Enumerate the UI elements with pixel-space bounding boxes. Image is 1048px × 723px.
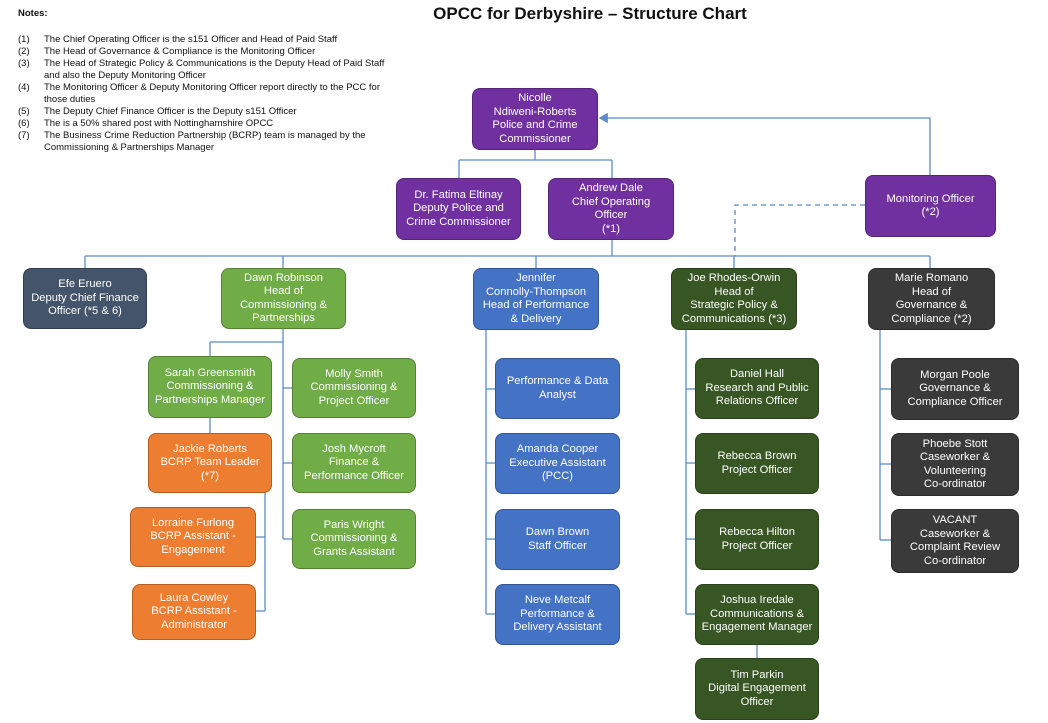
note-item: (2)The Head of Governance & Compliance i… [18, 46, 316, 57]
notes-panel: Notes: (1)The Chief Operating Officer is… [18, 8, 398, 154]
staff-box: Performance & Data Analyst [495, 358, 620, 419]
notes-heading: Notes: [18, 8, 48, 19]
note-item: (3)The Head of Strategic Policy & Commun… [18, 58, 385, 81]
staff-box: Phoebe Stott Caseworker & Volunteering C… [891, 433, 1019, 496]
staff-box: Jackie Roberts BCRP Team Leader (*7) [148, 433, 272, 493]
arrow-to-pcc [598, 112, 931, 175]
monitoring-officer-box: Monitoring Officer (*2) [865, 175, 996, 237]
staff-box: Josh Mycroft Finance & Performance Offic… [292, 433, 416, 493]
staff-box: Laura Cowley BCRP Assistant - Administra… [132, 584, 256, 640]
staff-box: Paris Wright Commissioning & Grants Assi… [292, 509, 416, 569]
head-commissioning-box: Dawn Robinson Head of Commissioning & Pa… [221, 268, 346, 329]
staff-box: VACANT Caseworker & Complaint Review Co-… [891, 509, 1019, 573]
pcc-box: Nicolle Ndiweni-Roberts Police and Crime… [472, 88, 598, 150]
staff-box: Rebecca Hilton Project Officer [695, 509, 819, 570]
staff-box: Dawn Brown Staff Officer [495, 509, 620, 570]
head-strategic-policy-box: Joe Rhodes-Orwin Head of Strategic Polic… [671, 268, 797, 330]
staff-box: Tim Parkin Digital Engagement Officer [695, 658, 819, 720]
note-item: (5)The Deputy Chief Finance Officer is t… [18, 106, 297, 117]
page-title: OPCC for Derbyshire – Structure Chart [433, 4, 747, 23]
staff-box: Lorraine Furlong BCRP Assistant - Engage… [130, 507, 256, 567]
staff-box: Neve Metcalf Performance & Delivery Assi… [495, 584, 620, 645]
coo-box: Andrew Dale Chief Operating Officer (*1) [548, 178, 674, 240]
staff-box: Joshua Iredale Communications & Engageme… [695, 584, 819, 645]
staff-box: Amanda Cooper Executive Assistant (PCC) [495, 433, 620, 494]
note-item: (1)The Chief Operating Officer is the s1… [18, 34, 338, 45]
staff-box: Molly Smith Commissioning & Project Offi… [292, 358, 416, 418]
note-item: (4)The Monitoring Officer & Deputy Monit… [18, 82, 380, 105]
dpcc-box: Dr. Fatima Eltinay Deputy Police and Cri… [396, 178, 521, 240]
dcfo-box: Efe Eruero Deputy Chief Finance Officer … [23, 268, 147, 329]
staff-box: Rebecca Brown Project Officer [695, 433, 819, 494]
head-performance-box: Jennifer Connolly-Thompson Head of Perfo… [473, 268, 599, 330]
note-item: (7)The Business Crime Reduction Partners… [18, 130, 366, 153]
staff-box: Morgan Poole Governance & Compliance Off… [891, 358, 1019, 420]
staff-box: Daniel Hall Research and Public Relation… [695, 358, 819, 419]
note-item: (6)The is a 50% shared post with Notting… [18, 118, 274, 129]
staff-box: Sarah Greensmith Commissioning & Partner… [148, 356, 272, 418]
head-governance-box: Marie Romano Head of Governance & Compli… [868, 268, 995, 330]
dashed-connector [734, 204, 865, 256]
